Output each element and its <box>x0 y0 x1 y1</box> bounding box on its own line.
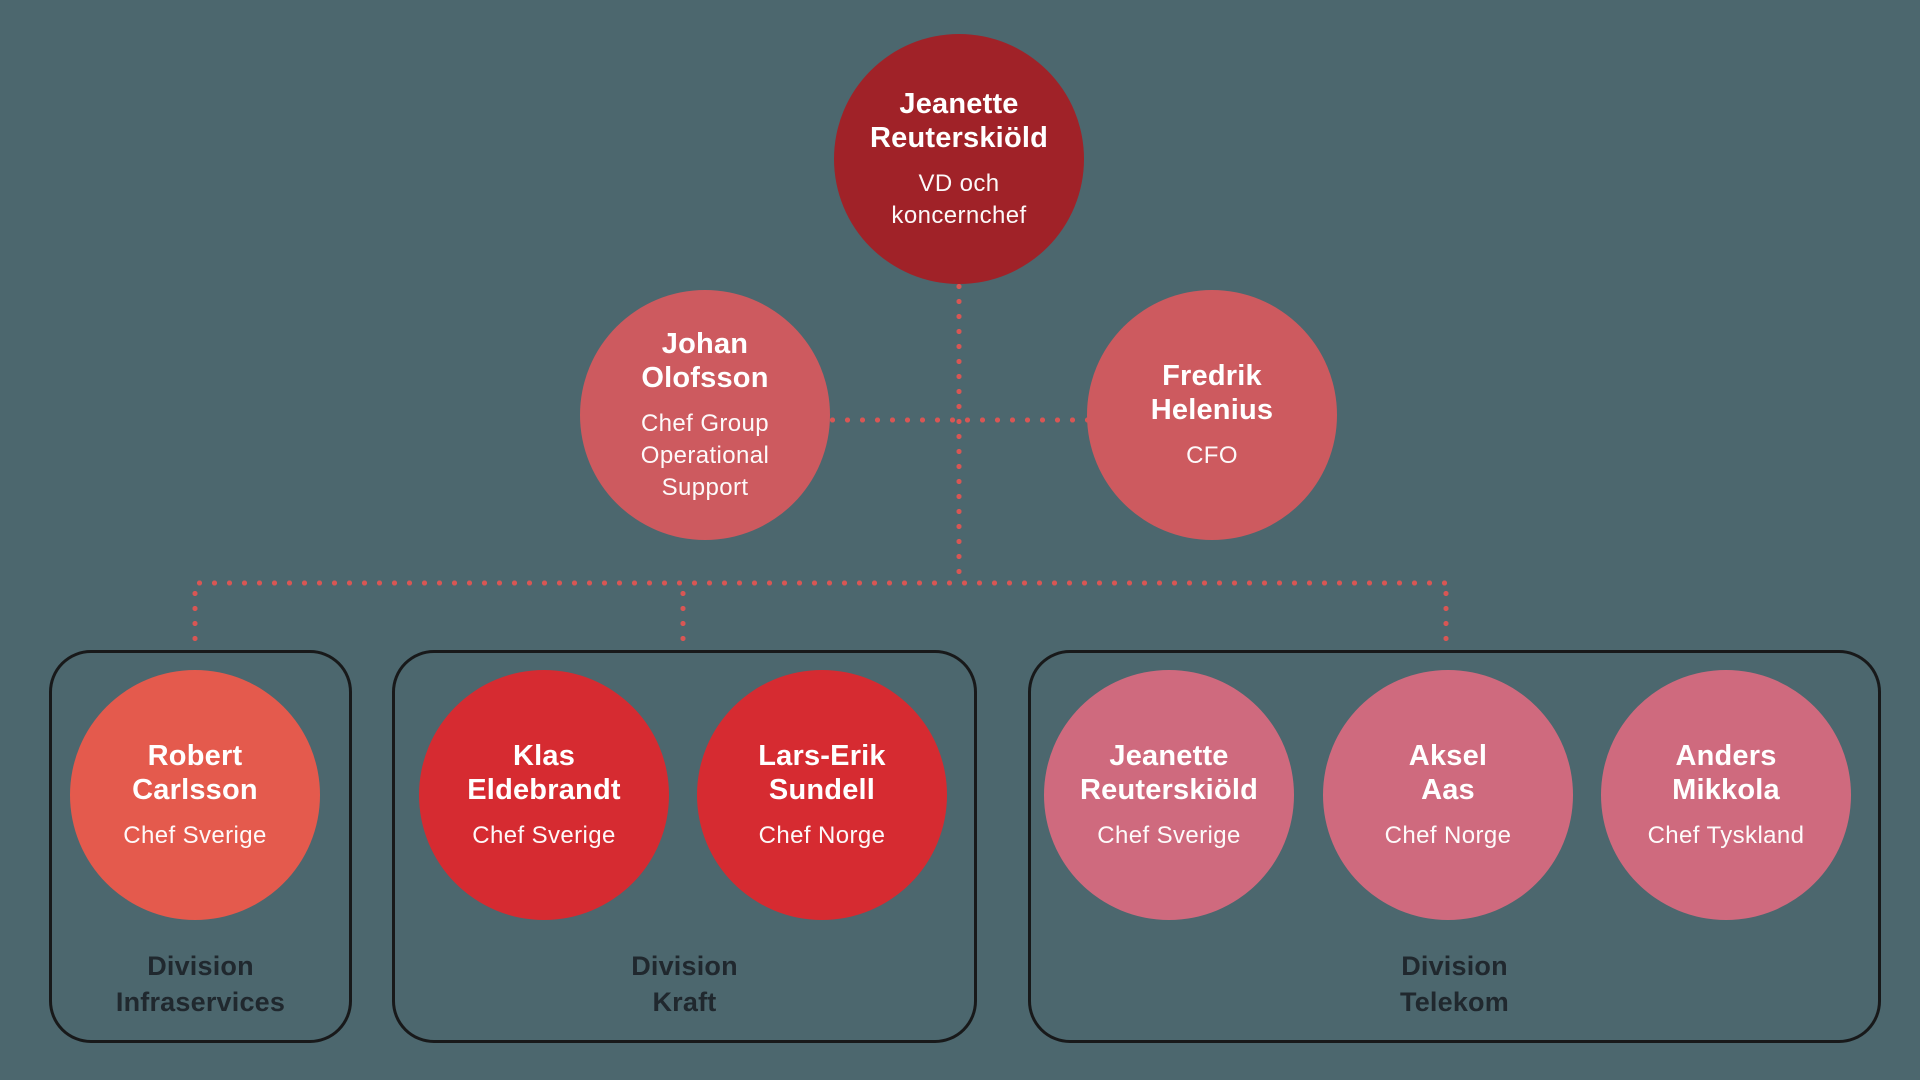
title-line: Chef Sverige <box>123 821 267 849</box>
division-label-line: Division <box>147 951 254 981</box>
title-line: Support <box>661 473 749 501</box>
division-label: Division Infraservices <box>52 948 349 1020</box>
person-node-klas-eldebrandt: Klas Eldebrandt Chef Sverige <box>419 670 669 920</box>
name-line: Carlsson <box>132 773 258 806</box>
title-line: Operational <box>640 441 770 469</box>
person-node-jeanette-reuterskiold-telekom: Jeanette Reuterskiöld Chef Sverige <box>1044 670 1294 920</box>
title-line: CFO <box>1186 441 1238 469</box>
name-line: Mikkola <box>1672 773 1780 806</box>
name-line: Olofsson <box>641 361 769 394</box>
person-node-executive-fredrik-helenius: Fredrik Helenius CFO <box>1087 290 1337 540</box>
title-line: Chef Norge <box>758 821 886 849</box>
person-name: Johan Olofsson <box>641 327 768 395</box>
title-line: Chef Tyskland <box>1647 821 1805 849</box>
person-title: Chef Sverige <box>472 820 616 852</box>
person-node-lars-erik-sundell: Lars-Erik Sundell Chef Norge <box>697 670 947 920</box>
name-line: Reuterskiöld <box>1079 773 1259 806</box>
division-label-line: Division <box>631 951 738 981</box>
person-node-anders-mikkola: Anders Mikkola Chef Tyskland <box>1601 670 1851 920</box>
title-line: VD och <box>918 169 1000 197</box>
name-line: Lars-Erik <box>758 739 886 772</box>
division-label-line: Kraft <box>652 987 717 1017</box>
connector-executives-horizontal <box>705 417 1215 423</box>
name-line: Reuterskiöld <box>869 121 1049 154</box>
name-line: Johan <box>661 327 749 360</box>
person-name: Jeanette Reuterskiöld <box>870 87 1048 155</box>
name-line: Eldebrandt <box>467 773 621 806</box>
person-node-aksel-aas: Aksel Aas Chef Norge <box>1323 670 1573 920</box>
name-line: Fredrik <box>1162 359 1262 392</box>
title-line: koncernchef <box>891 201 1027 229</box>
connector-drop-kraft <box>680 586 686 650</box>
name-line: Aas <box>1421 773 1475 806</box>
connector-divisions-horizontal <box>192 580 1449 586</box>
person-title: Chef Tyskland <box>1648 820 1805 852</box>
name-line: Klas <box>512 739 576 772</box>
person-name: Jeanette Reuterskiöld <box>1080 739 1258 807</box>
person-name: Lars-Erik Sundell <box>758 739 886 807</box>
title-line: Chef Sverige <box>1097 821 1241 849</box>
person-name: Aksel Aas <box>1409 739 1487 807</box>
person-title: Chef Sverige <box>123 820 267 852</box>
person-title: Chef Group Operational Support <box>641 408 769 504</box>
division-label-line: Infraservices <box>115 987 286 1017</box>
person-name: Robert Carlsson <box>132 739 258 807</box>
person-name: Klas Eldebrandt <box>467 739 620 807</box>
person-node-executive-johan-olofsson: Johan Olofsson Chef Group Operational Su… <box>580 290 830 540</box>
division-box-telekom: Division Telekom <box>1028 650 1881 1043</box>
division-label-line: Telekom <box>1400 987 1509 1017</box>
name-line: Jeanette <box>1109 739 1229 772</box>
connector-ceo-vertical <box>956 159 962 583</box>
connector-drop-telekom <box>1443 586 1449 650</box>
title-line: Chef Sverige <box>472 821 616 849</box>
name-line: Helenius <box>1150 393 1274 426</box>
person-title: VD och koncernchef <box>891 168 1026 232</box>
connector-drop-infraservices <box>192 586 198 650</box>
person-name: Anders Mikkola <box>1672 739 1780 807</box>
name-line: Sundell <box>768 773 876 806</box>
person-title: Chef Norge <box>759 820 886 852</box>
person-node-robert-carlsson: Robert Carlsson Chef Sverige <box>70 670 320 920</box>
division-label-line: Division <box>1401 951 1508 981</box>
title-line: Chef Group <box>640 409 770 437</box>
division-label: Division Telekom <box>1031 948 1878 1020</box>
division-box-infraservices: Division Infraservices <box>49 650 352 1043</box>
name-line: Jeanette <box>899 87 1019 120</box>
division-label: Division Kraft <box>395 948 974 1020</box>
person-title: Chef Sverige <box>1097 820 1241 852</box>
name-line: Aksel <box>1408 739 1488 772</box>
division-box-kraft: Division Kraft <box>392 650 977 1043</box>
person-title: CFO <box>1186 440 1238 472</box>
title-line: Chef Norge <box>1384 821 1512 849</box>
name-line: Anders <box>1675 739 1777 772</box>
name-line: Robert <box>147 739 243 772</box>
person-node-ceo: Jeanette Reuterskiöld VD och koncernchef <box>834 34 1084 284</box>
person-title: Chef Norge <box>1385 820 1512 852</box>
person-name: Fredrik Helenius <box>1151 359 1273 427</box>
